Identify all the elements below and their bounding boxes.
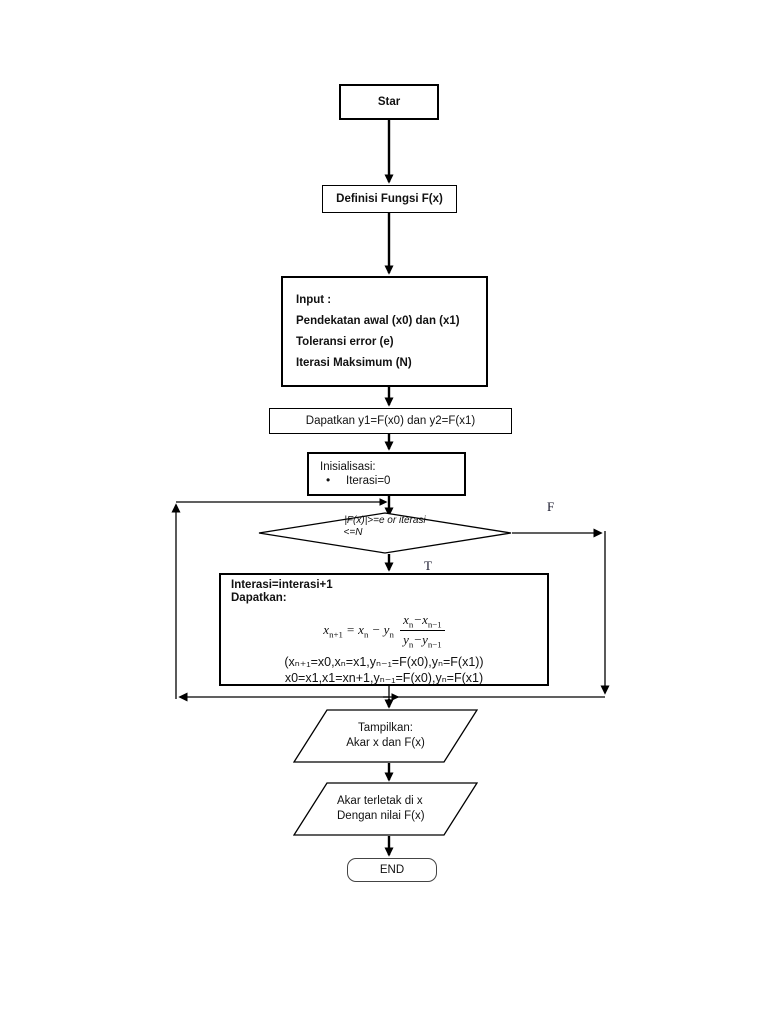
node-input-line-2: Pendekatan awal (x0) dan (x1) [296, 314, 460, 327]
formula-term1: xn [358, 621, 369, 640]
node-result-output-line-2: Dengan nilai F(x) [337, 810, 425, 822]
node-process-line-3: (xₙ₊₁=x0,xₙ=x1,yₙ₋₁=F(x0),yₙ=F(x1)) [284, 654, 484, 669]
formula-equals: = [346, 621, 355, 637]
node-start-label: Star [377, 96, 401, 108]
formula-lhs: xn+1 [323, 621, 343, 640]
node-input-line-3: Toleransi error (e) [296, 336, 394, 348]
node-input[interactable]: Input : Pendekatan awal (x0) dan (x1) To… [281, 276, 488, 387]
node-process-formula: xn+1 = xn − yn xn−xn−1 yn−yn−1 [221, 612, 547, 650]
node-define-function[interactable]: Definisi Fungsi F(x) [322, 185, 457, 213]
node-display-output-line-2: Akar x dan F(x) [346, 737, 425, 749]
node-process-iteration[interactable]: Interasi=interasi+1 Dapatkan: xn+1 = xn … [219, 573, 549, 686]
node-process-line-4: x0=x1,x1=xn+1,yₙ₋₁=F(x0),yₙ=F(x1) [284, 671, 484, 686]
node-display-output-text: Tampilkan: Akar x dan F(x) [293, 709, 478, 763]
formula-term2: yn [383, 621, 394, 640]
formula-denominator: yn−yn−1 [400, 630, 445, 650]
node-input-line-4: Iterasi Maksimum (N) [296, 357, 412, 370]
node-display-output-line-1: Tampilkan: [358, 721, 413, 734]
formula-numerator: xn−xn−1 [403, 611, 442, 630]
node-decision[interactable]: |F(x)|>=e or iterasi <=N [258, 512, 512, 554]
branch-label-false: F [547, 499, 555, 514]
node-initialisation-bullet: Iterasi=0 [320, 473, 390, 488]
node-get-y-values-label: Dapatkan y1=F(x0) dan y2=F(x1) [305, 415, 476, 427]
node-input-line-1: Input : [296, 293, 332, 306]
node-start[interactable]: Star [339, 84, 439, 120]
node-result-output-text: Akar terletak di x Dengan nilai F(x) [293, 782, 478, 836]
node-end-label: END [379, 864, 405, 876]
node-initialisation[interactable]: Inisialisasi: Iterasi=0 [307, 452, 466, 496]
node-get-y-values[interactable]: Dapatkan y1=F(x0) dan y2=F(x1) [269, 408, 512, 434]
node-display-output[interactable]: Tampilkan: Akar x dan F(x) [293, 709, 478, 763]
node-result-output-line-1: Akar terletak di x [337, 794, 423, 807]
formula-fraction: xn−xn−1 yn−yn−1 [400, 612, 445, 650]
node-define-function-label: Definisi Fungsi F(x) [336, 193, 443, 205]
formula-minus: − [371, 621, 381, 637]
node-end[interactable]: END [347, 858, 437, 882]
branch-label-true: T [424, 558, 432, 573]
node-initialisation-heading: Inisialisasi: [320, 460, 376, 473]
node-process-line-2: Dapatkan: [231, 592, 287, 605]
node-result-output[interactable]: Akar terletak di x Dengan nilai F(x) [293, 782, 478, 836]
node-process-line-1: Interasi=interasi+1 [231, 578, 333, 591]
